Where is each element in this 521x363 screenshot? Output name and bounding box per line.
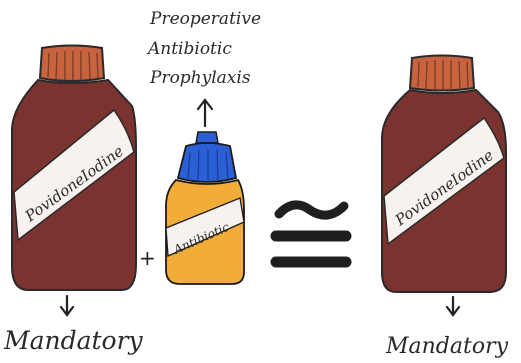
antibiotic-bottle: Antibiotic [166,132,244,284]
up-arrow-icon [198,100,212,126]
down-arrow-icon [61,296,73,315]
povidone-iodine-bottle-left: PovidoneIodine [12,46,136,291]
caption-line-3: Prophylaxis [149,68,251,88]
plus-sign: + [139,246,156,270]
caption-line-2: Antibiotic [146,39,232,59]
down-arrow-icon [447,297,459,315]
povidone-iodine-bottle-right: PovidoneIodine [382,56,506,293]
outcome-left: Mandatory [3,326,144,355]
outcome-right: Mandatory [385,334,509,359]
caption: Preoperative Antibiotic Prophylaxis [146,9,261,88]
caption-line-1: Preoperative [149,9,261,29]
approx-equal-symbol [276,205,346,262]
